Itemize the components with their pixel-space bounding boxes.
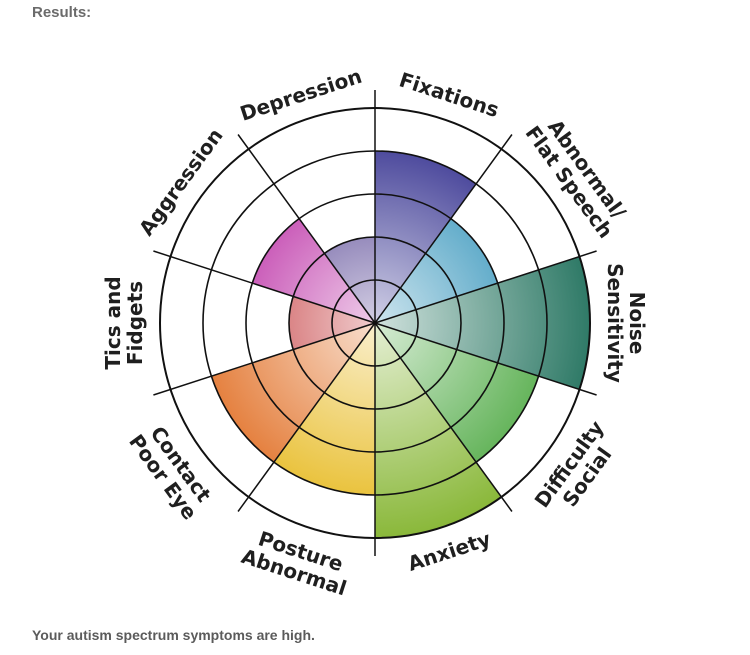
bar-fixations bbox=[375, 151, 477, 323]
bar-aggression bbox=[252, 218, 375, 323]
spoke-3 bbox=[374, 250, 597, 324]
bars-layer bbox=[211, 151, 591, 538]
results-label: Results: bbox=[32, 4, 92, 21]
bar-noise-sensitivity bbox=[375, 256, 591, 390]
spoke-8 bbox=[153, 322, 376, 396]
label-line: Depression bbox=[237, 64, 365, 126]
label-line: Sensitivity bbox=[603, 263, 627, 383]
bar-depression bbox=[324, 237, 375, 323]
spoke-9 bbox=[153, 250, 376, 324]
label-depression: Depression bbox=[237, 64, 365, 126]
bar-abnormal-posture bbox=[273, 323, 375, 495]
bar-abnormal-flat-speech bbox=[375, 218, 498, 323]
spoke-4 bbox=[374, 322, 597, 396]
label-abnormal-flat-speech: Abnormal/Flat Speech bbox=[521, 115, 632, 243]
grid-layer bbox=[153, 90, 597, 556]
spoke-10 bbox=[237, 134, 376, 324]
label-line: Noise bbox=[625, 292, 649, 355]
spoke-7 bbox=[237, 322, 376, 512]
spoke-5 bbox=[374, 322, 513, 512]
spoke-2 bbox=[374, 134, 513, 324]
label-line: Fidgets bbox=[123, 281, 147, 365]
bar-anxiety bbox=[375, 323, 502, 538]
label-line: Tics and bbox=[101, 276, 125, 369]
bar-poor-eye-contact bbox=[211, 323, 375, 463]
bar-social-difficulty bbox=[375, 323, 539, 463]
summary-text: Your autism spectrum symptoms are high. bbox=[32, 627, 315, 643]
label-line: Fixations bbox=[396, 67, 502, 122]
label-fixations: Fixations bbox=[396, 67, 502, 122]
